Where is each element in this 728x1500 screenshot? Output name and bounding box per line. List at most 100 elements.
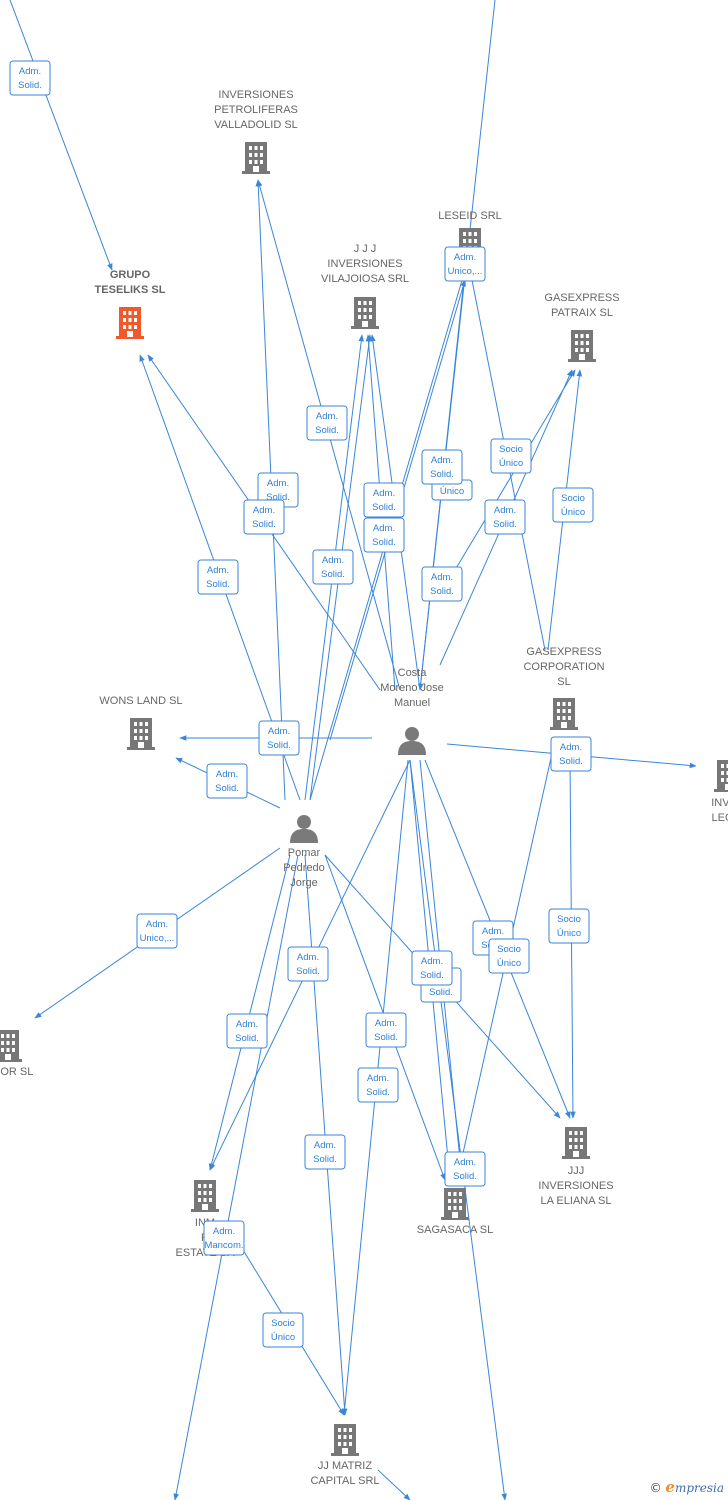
- company-name-label[interactable]: WONS LAND SL: [99, 695, 182, 707]
- company-name-label[interactable]: SAGASACA SL: [417, 1224, 493, 1236]
- relation-box: [306, 405, 348, 441]
- relation-text: Adm.Unico,...: [140, 919, 175, 944]
- company-name-label[interactable]: LESEID SRL: [438, 210, 502, 222]
- building-icon: [0, 1030, 22, 1062]
- person-icon: [398, 727, 426, 755]
- edge-line: [208, 854, 291, 1171]
- relation-text: Adm.Solid.: [315, 411, 339, 436]
- building-icon: [351, 297, 379, 329]
- relation-label[interactable]: Adm.Solid.: [357, 1067, 399, 1103]
- relation-text: Adm.Solid.: [559, 742, 583, 767]
- relation-box: [197, 559, 239, 595]
- relation-box: [365, 1012, 407, 1048]
- relation-label[interactable]: Adm.Solid.: [363, 482, 405, 518]
- relation-label[interactable]: Adm.Solid.: [287, 946, 329, 982]
- relation-text: Adm.Solid.: [252, 505, 276, 530]
- building-icon: [242, 142, 270, 174]
- relation-label[interactable]: Adm.Solid.: [197, 559, 239, 595]
- relation-box: [421, 566, 463, 602]
- building-icon: [127, 718, 155, 750]
- company-name-label[interactable]: VISOR SL: [0, 1066, 33, 1078]
- building-icon: [550, 698, 578, 730]
- relation-text: Único: [440, 486, 464, 497]
- relation-text: Adm.Solid.: [215, 769, 239, 794]
- relation-box: [136, 913, 178, 949]
- relation-box: [363, 482, 405, 518]
- relation-box: [548, 908, 590, 944]
- building-icon: [562, 1127, 590, 1159]
- relation-label[interactable]: Adm.Solid.: [363, 517, 405, 553]
- relation-label[interactable]: Adm.Solid.: [365, 1012, 407, 1048]
- edges: [9, 0, 697, 1500]
- relation-text: Adm.Solid.: [430, 572, 454, 597]
- relation-label[interactable]: Adm.Solid.: [421, 449, 463, 485]
- relation-label[interactable]: Adm.Solid.: [9, 60, 51, 96]
- relation-label[interactable]: Adm.Solid.: [444, 1151, 486, 1187]
- company-name-label[interactable]: INVERLEONI: [711, 797, 728, 824]
- relation-box: [444, 246, 486, 282]
- relation-box: [411, 950, 453, 986]
- building-icon: [331, 1424, 359, 1456]
- relation-label[interactable]: Adm.Unico,...: [136, 913, 178, 949]
- relation-label[interactable]: Único: [431, 479, 473, 501]
- relation-label[interactable]: Adm.Unico,...: [444, 246, 486, 282]
- relation-label[interactable]: Adm.Solid.: [484, 499, 526, 535]
- relation-text: Adm.Solid.: [267, 726, 291, 751]
- relation-label[interactable]: Adm.Solid.: [206, 763, 248, 799]
- relation-label[interactable]: Adm.Mancom.: [203, 1220, 245, 1256]
- relation-label[interactable]: Adm.Solid.: [421, 566, 463, 602]
- edge-line: [377, 1469, 411, 1500]
- relation-label[interactable]: Adm.Solid.: [550, 736, 592, 772]
- relation-box: [363, 517, 405, 553]
- relation-label[interactable]: Adm.Solid.: [243, 499, 285, 535]
- relation-label[interactable]: Adm.Solid.: [411, 950, 453, 986]
- relation-box: [357, 1067, 399, 1103]
- building-icon: [441, 1188, 469, 1220]
- copyright-icon: ©: [649, 1481, 662, 1495]
- relation-text: Adm.Solid.: [374, 1018, 398, 1043]
- relation-box: [262, 1312, 304, 1348]
- brand-footer: © empresia: [650, 1478, 724, 1496]
- relation-label[interactable]: Adm.Solid.: [312, 549, 354, 585]
- relation-text: Adm.Solid.: [313, 1140, 337, 1165]
- relation-box: [203, 1220, 245, 1256]
- relation-label[interactable]: Adm.Solid.: [306, 405, 348, 441]
- relation-label[interactable]: Adm.Solid.: [304, 1134, 346, 1170]
- relation-text: Adm.Mancom.: [204, 1226, 243, 1251]
- relation-box: [258, 720, 300, 756]
- relation-box: [312, 549, 354, 585]
- person-icon: [290, 815, 318, 843]
- relation-label[interactable]: Adm.Solid.: [258, 720, 300, 756]
- node-icons: [0, 142, 728, 1456]
- relation-label[interactable]: Adm.Solid.: [226, 1013, 268, 1049]
- building-icon: [116, 307, 144, 339]
- building-icon: [568, 330, 596, 362]
- relation-text: Adm.Solid.: [235, 1019, 259, 1044]
- relation-text: Adm.Solid.: [493, 505, 517, 530]
- relation-box: [490, 438, 532, 474]
- brand-name: mpresia: [674, 1481, 724, 1495]
- edge-line: [9, 0, 113, 271]
